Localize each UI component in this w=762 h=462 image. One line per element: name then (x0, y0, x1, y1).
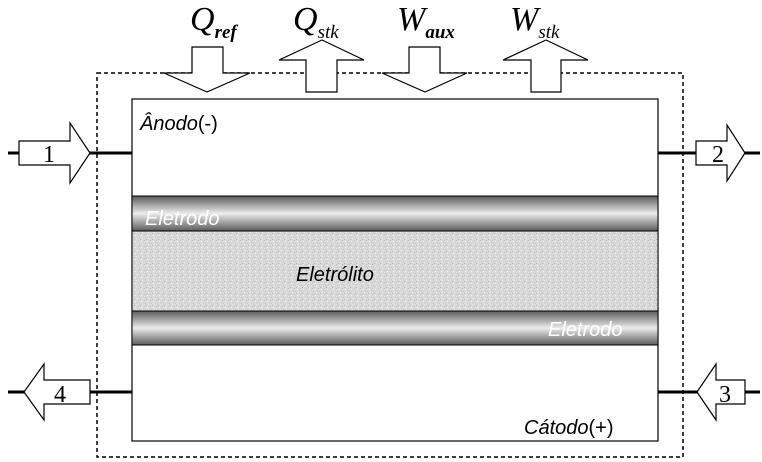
cathode-name: Cátodo (524, 417, 589, 439)
electrolyte-label: Eletrólito (296, 264, 374, 286)
electrode-bottom-label: Eletrodo (548, 319, 623, 341)
q-ref-main: Q (190, 1, 215, 38)
q-stk-sub: stk (318, 22, 340, 43)
w-aux-label: Waux (397, 1, 455, 43)
port-2-arrow (695, 122, 746, 184)
cathode-label: Cátodo(+) (524, 417, 614, 439)
w-aux-arrow-down (381, 46, 468, 93)
electrolyte-layer (131, 230, 659, 312)
port-4-arrow (23, 362, 91, 422)
q-stk-main: Q (293, 1, 318, 38)
anode-sign: (-) (198, 113, 218, 135)
port-1-arrow (18, 121, 91, 185)
q-ref-arrow-down (163, 46, 251, 93)
anode-name: Ânodo (139, 112, 198, 135)
w-stk-label: Wstk (510, 1, 560, 43)
port-1-number: 1 (43, 142, 55, 168)
w-stk-main: W (510, 1, 541, 38)
cathode-sign: (+) (589, 417, 614, 439)
port-2-number: 2 (712, 142, 724, 168)
control-volume-boundary (96, 72, 684, 458)
q-stk-arrow-up (278, 39, 365, 93)
w-aux-main: W (397, 1, 428, 38)
w-aux-sub: aux (425, 22, 455, 43)
w-stk-sub: stk (538, 22, 560, 43)
electrode-bottom-layer (131, 310, 659, 346)
anode-label: Ânodo(-) (139, 112, 218, 135)
port-3-arrow (696, 362, 746, 422)
q-ref-label: Qref (190, 1, 238, 43)
q-stk-label: Qstk (293, 1, 339, 43)
q-ref-sub: ref (215, 22, 239, 43)
w-stk-arrow-up (502, 39, 589, 93)
port-4-number: 4 (54, 382, 66, 408)
port-3-number: 3 (719, 382, 731, 408)
electrode-top-layer (131, 195, 659, 232)
electrode-top-label: Eletrodo (145, 208, 220, 230)
